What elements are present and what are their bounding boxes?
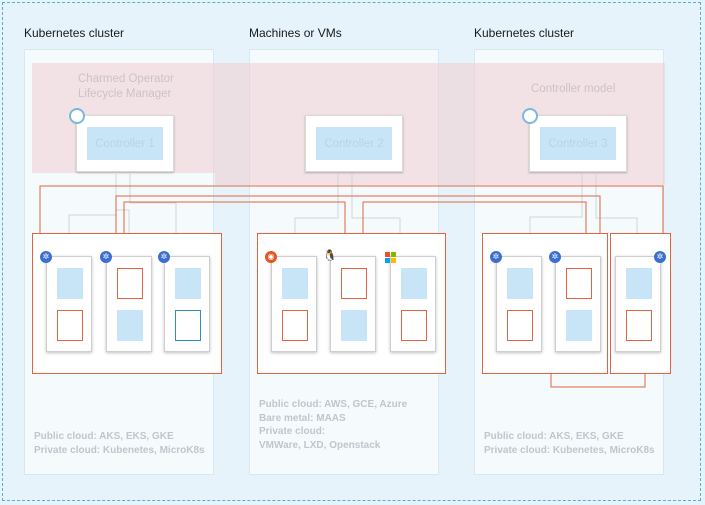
controller-3-label: Controller 3 — [540, 127, 616, 160]
column-title-middle: Machines or VMs — [249, 26, 342, 40]
controller-2[interactable]: Controller 2 — [305, 115, 403, 172]
node-left-1[interactable] — [46, 256, 92, 352]
pod[interactable] — [507, 310, 533, 341]
controller-2-label: Controller 2 — [316, 127, 392, 160]
node-left-3[interactable] — [164, 256, 210, 352]
band-label-line2: Lifecycle Manager — [78, 88, 172, 100]
node-middle-1[interactable] — [271, 256, 317, 352]
pod[interactable] — [57, 268, 83, 299]
controller-1-label: Controller 1 — [87, 127, 163, 160]
pod[interactable] — [175, 268, 201, 299]
pod[interactable] — [566, 268, 592, 299]
pod[interactable] — [626, 310, 652, 341]
controller-1-endpoint — [69, 108, 85, 124]
footer-line: Public cloud: AWS, GCE, Azure — [259, 399, 408, 410]
pod[interactable] — [341, 268, 367, 299]
band-label-left: Charmed Operator Lifecycle Manager — [78, 72, 174, 102]
kubernetes-icon: ✲ — [654, 251, 666, 263]
node-right-1[interactable] — [496, 256, 542, 352]
pod[interactable] — [57, 310, 83, 341]
footer-line: Public cloud: AKS, EKS, GKE — [34, 431, 174, 442]
workload-group-left: ✲ ✲ ✲ — [32, 233, 222, 374]
pod[interactable] — [175, 310, 201, 341]
band-label-right: Controller model — [531, 83, 616, 95]
controller-3[interactable]: Controller 3 — [529, 115, 627, 172]
footer-line: Private cloud: — [259, 426, 326, 437]
footer-line: Public cloud: AKS, EKS, GKE — [484, 431, 624, 442]
column-title-left: Kubernetes cluster — [24, 26, 125, 40]
controller-1[interactable]: Controller 1 — [76, 115, 174, 172]
footer-line: Bare metal: MAAS — [259, 412, 346, 424]
node-middle-3[interactable] — [390, 256, 436, 352]
node-middle-2[interactable] — [330, 256, 376, 352]
footer-line: Private cloud: Kubenetes, MicroK8s — [484, 444, 655, 456]
pod[interactable] — [341, 310, 367, 341]
kubernetes-icon: ✲ — [490, 251, 502, 263]
footer-left: Public cloud: AKS, EKS, GKE Private clou… — [34, 430, 205, 457]
node-right-2[interactable] — [555, 256, 601, 352]
pod[interactable] — [401, 310, 427, 341]
kubernetes-icon: ✲ — [40, 251, 52, 263]
footer-middle: Public cloud: AWS, GCE, Azure Bare metal… — [259, 398, 407, 452]
ubuntu-icon: ◉ — [265, 251, 277, 263]
diagram-frame — [2, 2, 701, 501]
pod[interactable] — [626, 268, 652, 299]
node-right-3[interactable] — [615, 256, 661, 352]
linux-icon: 🐧 — [323, 249, 337, 262]
column-title-right: Kubernetes cluster — [474, 26, 575, 40]
kubernetes-icon: ✲ — [100, 251, 112, 263]
pod[interactable] — [117, 268, 143, 299]
pod[interactable] — [117, 310, 143, 341]
pod[interactable] — [282, 268, 308, 299]
footer-line: Private cloud: Kubenetes, MicroK8s — [34, 444, 205, 456]
band-label-line1: Charmed Operator — [78, 73, 174, 85]
kubernetes-icon: ✲ — [549, 251, 561, 263]
pod[interactable] — [566, 310, 592, 341]
pod[interactable] — [401, 268, 427, 299]
controller-3-endpoint — [522, 108, 538, 124]
pod[interactable] — [282, 310, 308, 341]
node-left-2[interactable] — [106, 256, 152, 352]
workload-group-middle: ◉ 🐧 — [257, 233, 446, 374]
workload-group-right-extra: ✲ — [610, 233, 671, 374]
footer-right: Public cloud: AKS, EKS, GKE Private clou… — [484, 430, 655, 457]
windows-icon — [384, 251, 396, 263]
kubernetes-icon: ✲ — [158, 251, 170, 263]
footer-line: VMWare, LXD, Openstack — [259, 439, 381, 451]
pod[interactable] — [507, 268, 533, 299]
workload-group-right: ✲ ✲ — [482, 233, 608, 374]
